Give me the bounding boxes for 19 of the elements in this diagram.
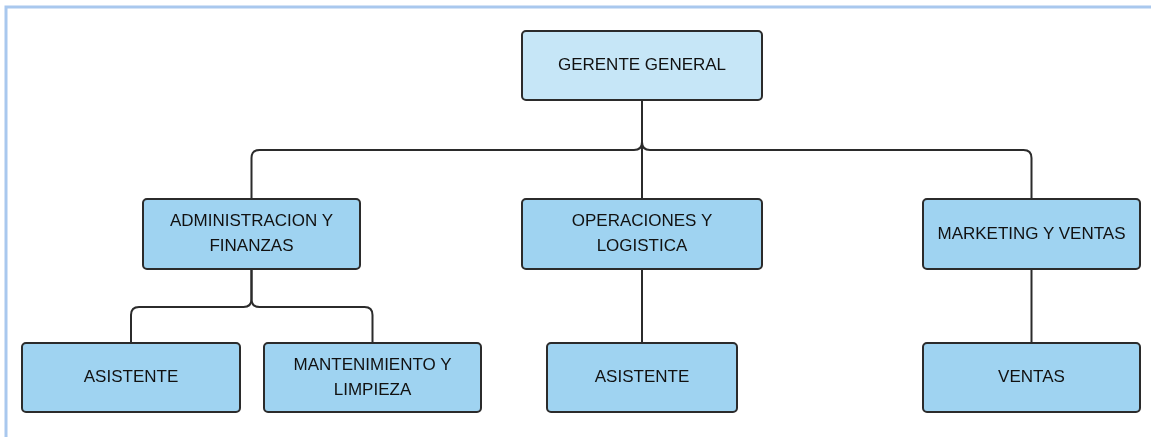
role-label: VENTAS [998, 366, 1065, 389]
role-label: GERENTE GENERAL [557, 54, 727, 77]
role-label: MARKETING Y VENTAS [937, 222, 1126, 245]
role-label: ASISTENTE [594, 366, 690, 389]
org-box [142, 198, 361, 270]
org-box [21, 342, 241, 413]
org-box [546, 342, 738, 413]
role-label: MANTENIMIENTO Y LIMPIEZA [292, 353, 453, 401]
org-box [263, 342, 482, 413]
role-label: ASISTENTE [83, 366, 179, 389]
role-label: OPERACIONES Y LOGISTICA [570, 210, 714, 257]
connector-line [641, 269, 643, 343]
connector-line [1030, 269, 1033, 343]
connector-line [250, 269, 374, 343]
org-box [521, 198, 763, 270]
org-box [521, 30, 763, 101]
org-box [922, 342, 1141, 413]
role-label: ADMINISTRACION Y FINANZAS [168, 210, 335, 257]
org-box [922, 198, 1141, 270]
